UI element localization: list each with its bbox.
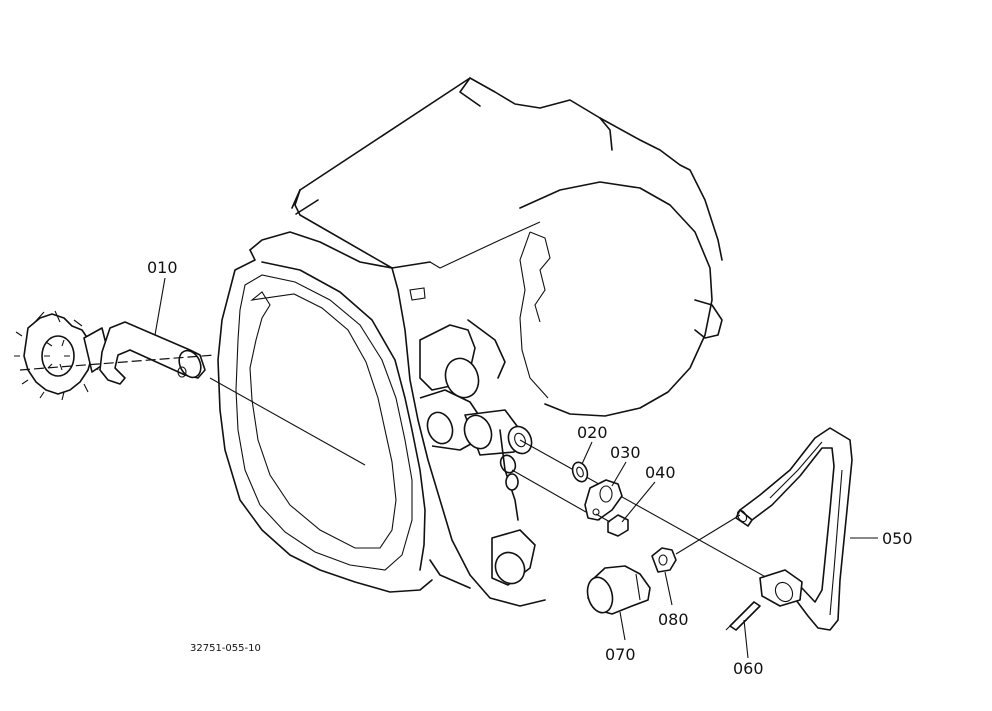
axis-line-010 (209, 377, 366, 466)
axis-line-pipe (519, 439, 781, 586)
callout-040: 040 (645, 463, 676, 482)
drawing-id: 32751-055-10 (190, 643, 261, 654)
callout-leaders (154, 277, 878, 659)
part-040-bolt (595, 513, 629, 537)
part-020-o-ring (571, 461, 589, 483)
callout-060: 060 (733, 659, 764, 678)
part-050-oil-pipe (735, 427, 853, 631)
engine-housing (217, 77, 723, 607)
callout-080: 080 (658, 610, 689, 629)
callout-030: 030 (610, 443, 641, 462)
part-080-nut (651, 514, 741, 573)
callout-070: 070 (605, 645, 636, 664)
part-010-gear-shaft (14, 310, 216, 401)
callout-050: 050 (882, 529, 913, 548)
axis-line-bolt (511, 469, 601, 521)
callout-010: 010 (147, 258, 178, 277)
callout-020: 020 (577, 423, 608, 442)
part-030-flange-plate (584, 479, 623, 521)
part-060-pin (725, 601, 761, 631)
part-070-plug (586, 565, 651, 615)
